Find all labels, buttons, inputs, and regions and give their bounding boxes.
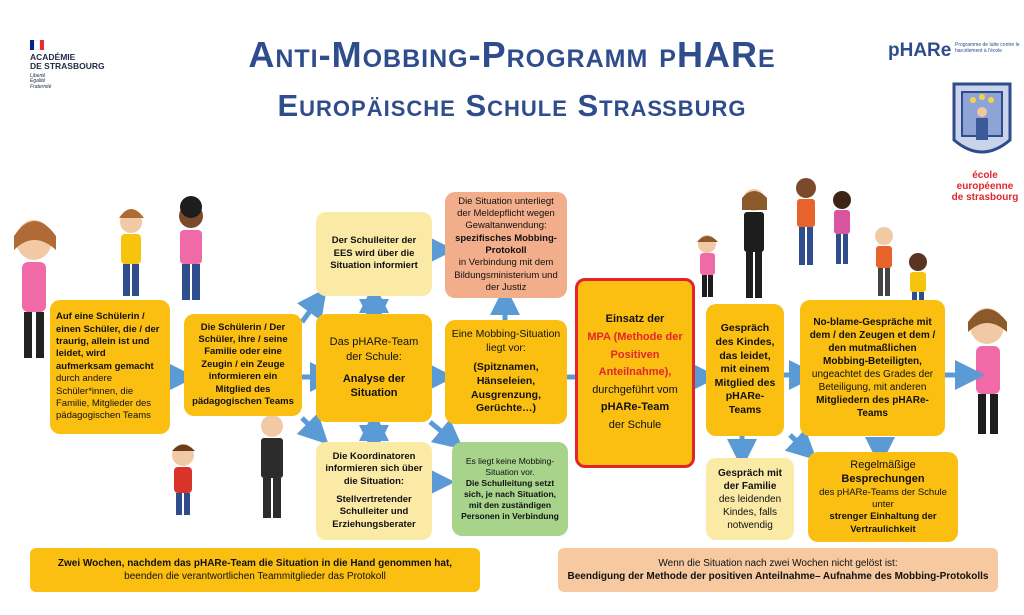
box12-bold: Gespräch mit der Familie	[712, 467, 788, 493]
box-bullying-exists: Eine Mobbing-Situation liegt vor: (Spitz…	[445, 320, 567, 424]
box4-bold: Analyse der Situation	[322, 372, 426, 401]
box9-pre: Einsatz der	[584, 311, 686, 329]
footer-left-bold: Zwei Wochen, nachdem das pHARe-Team die …	[36, 557, 474, 570]
footer-left-normal: beenden die verantwortlichen Teammitglie…	[36, 570, 474, 583]
box8-normal: Es liegt keine Mobbing-Situation vor.	[458, 456, 562, 478]
footer-right-note: Wenn die Situation nach zwei Wochen nich…	[558, 548, 998, 592]
box11-bold: No-blame-Gespräche mit dem / den Zeugen …	[806, 316, 939, 368]
box9-red: MPA (Methode der Positiven Anteilnahme),	[584, 329, 686, 382]
box11-bold2: Mitgliedern des pHARe-Teams	[806, 394, 939, 420]
box-no-bullying: Es liegt keine Mobbing-Situation vor. Di…	[452, 442, 568, 536]
box6-normal1: Die Situation unterliegt der Meldepflich…	[451, 196, 561, 233]
box13-bold2: strenger Einhaltung der Vertraulichkeit	[814, 511, 952, 536]
box-inform-teacher: Die Schülerin / Der Schüler, ihre / sein…	[184, 314, 302, 416]
footer-left-note: Zwei Wochen, nachdem das pHARe-Team die …	[30, 548, 480, 592]
box13-bold1: Besprechungen	[814, 472, 952, 486]
box-family-talk: Gespräch mit der Familie des leidenden K…	[706, 458, 794, 540]
box9-post: der Schule	[584, 417, 686, 435]
box10-text: Gespräch des Kindes, das leidet, mit ein…	[712, 322, 778, 417]
box9-mid: durchgeführt vom	[584, 382, 686, 400]
box11-normal: ungeachtet des Grades der Beteiligung, m…	[806, 368, 939, 394]
box6-bold: spezifisches Mobbing-Protokoll	[451, 233, 561, 258]
box13-normal1: Regelmäßige	[814, 458, 952, 472]
box1-bold: Auf eine Schülerin / einen Schüler, die …	[56, 311, 164, 373]
box1-normal: durch andere Schüler*innen, die Familie,…	[56, 373, 164, 422]
box-no-blame: No-blame-Gespräche mit dem / den Zeugen …	[800, 300, 945, 436]
box9-bold: pHARe-Team	[584, 399, 686, 417]
footer-right-normal: Wenn die Situation nach zwei Wochen nich…	[564, 557, 992, 570]
box2-bold: Die Schülerin / Der Schüler, ihre / sein…	[190, 322, 296, 408]
box12-normal: des leidenden Kindes, falls notwendig	[712, 493, 788, 532]
box-student-noticed: Auf eine Schülerin / einen Schüler, die …	[50, 300, 170, 434]
box13-normal2: des pHARe-Teams der Schule unter	[814, 487, 952, 512]
box-child-talk: Gespräch des Kindes, das leidet, mit ein…	[706, 304, 784, 436]
box-coordinators: Die Koordinatoren informieren sich über …	[316, 442, 432, 540]
box-analysis: Das pHARe-Team der Schule: Analyse der S…	[316, 314, 432, 422]
box-mpa: Einsatz der MPA (Methode der Positiven A…	[575, 278, 695, 468]
box7-bold: (Spitznamen, Hänseleien, Ausgrenzung, Ge…	[451, 361, 561, 416]
box7-normal: Eine Mobbing-Situation liegt vor:	[451, 328, 561, 355]
box-reporting-obligation: Die Situation unterliegt der Meldepflich…	[445, 192, 567, 298]
box-regular-meetings: Regelmäßige Besprechungen des pHARe-Team…	[808, 452, 958, 542]
box5-bold: Stellvertretender Schulleiter und Erzieh…	[322, 494, 426, 531]
box4-normal: Das pHARe-Team der Schule:	[322, 335, 426, 364]
box5-normal: Die Koordinatoren informieren sich über …	[322, 451, 426, 488]
box-director-informed: Der Schulleiter der EES wird über die Si…	[316, 212, 432, 296]
box8-bold: Die Schulleitung setzt sich, je nach Sit…	[458, 478, 562, 522]
box3-text: Der Schulleiter der EES wird über die Si…	[322, 235, 426, 272]
footer-right-bold: Beendigung der Methode der positiven Ant…	[564, 570, 992, 583]
box6-normal2: in Verbindung mit dem Bildungsministeriu…	[451, 257, 561, 294]
